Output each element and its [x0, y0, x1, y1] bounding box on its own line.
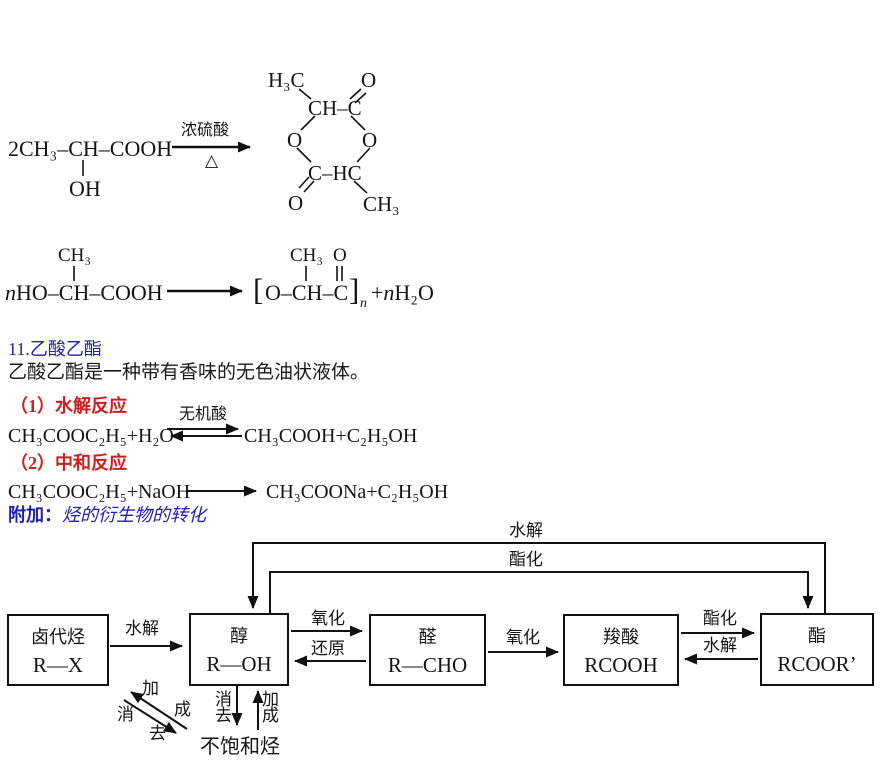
box-carboxylic-acid: 羧酸 RCOOH	[563, 614, 679, 686]
label-reduction: 还原	[311, 639, 345, 658]
label-diag-add-1: 加	[142, 679, 159, 698]
label-top-hydrolysis: 水解	[509, 521, 543, 540]
label-addition-vertical: 加成	[262, 690, 279, 725]
polymer-repeat-unit: O–CH–C	[265, 280, 349, 305]
lactide-condition-top: 浓硫酸	[181, 122, 230, 139]
box-haloalkane-name: 卤代烃	[31, 626, 85, 647]
extra-title: 烃的衍生物的转化	[62, 505, 206, 525]
box-aldehyde-name: 醛	[418, 626, 437, 647]
box-ester-name: 酯	[808, 626, 826, 646]
ring-ch-c-top: CH–C	[308, 96, 362, 120]
ring-carbonyl-o-bottom: O	[288, 191, 304, 215]
reaction2-title: （2）中和反应	[10, 453, 127, 473]
label-hydrolysis-1: 水解	[125, 619, 159, 638]
label-elimination-vertical: 消去	[215, 690, 232, 725]
polymer-methyl-left: CH₃	[58, 245, 92, 266]
ring-o-left: O	[287, 128, 303, 152]
label-diag-add-2: 成	[174, 700, 191, 719]
polymer-reactant-formula: HO–CH–COOH	[16, 280, 163, 305]
box-alcohol-name: 醇	[230, 626, 248, 646]
reaction1-left: CH₃COOC₂H₅+H₂O	[8, 425, 174, 447]
label-unsaturated-hydrocarbon: 不饱和烃	[200, 736, 280, 758]
label-oxidation-2: 氧化	[506, 628, 540, 647]
polymer-bonds	[73, 266, 343, 281]
box-aldehyde-formula: R—CHO	[387, 652, 468, 677]
section-description: 乙酸乙酯是一种带有香味的无色油状液体。	[8, 362, 370, 383]
equilibrium-arrows	[167, 423, 242, 442]
box-alcohol-formula: R—OH	[206, 652, 272, 676]
polymer-bracket-right: ]	[349, 272, 360, 307]
polymer-n-prefix: n	[5, 280, 16, 305]
polymer-reactant: nHO–CH–COOH	[5, 281, 163, 304]
diagram-arrows	[110, 542, 826, 734]
polymer-n-water: n	[383, 280, 395, 305]
polymer-byproduct: +nH₂O	[371, 281, 434, 304]
polymer-subscript-n: n	[360, 296, 367, 311]
label-hydrolysis-2: 水解	[703, 636, 737, 655]
box-aldehyde: 醛 R—CHO	[369, 614, 486, 686]
lactide-reactant: 2CH₃–CH–COOH	[8, 136, 173, 161]
polymer-carbonyl-o: O	[333, 245, 347, 266]
box-alcohol: 醇 R—OH	[189, 613, 289, 686]
label-top-esterification: 酯化	[509, 550, 543, 569]
ring-methyl-bottom: CH₃	[363, 192, 400, 216]
label-oxidation-1: 氧化	[311, 609, 345, 628]
ring-methyl-top: H₃C	[268, 68, 305, 92]
polymer-bracket-left: [	[253, 272, 264, 307]
label-diag-elim-2: 去	[149, 724, 166, 743]
polymer-methyl-right: CH₃	[290, 245, 324, 266]
label-diag-elim-1: 消	[117, 705, 134, 724]
label-esterification-1: 酯化	[703, 609, 737, 628]
box-haloalkane: 卤代烃 R—X	[7, 614, 109, 686]
reaction1-right: CH₃COOH+C₂H₅OH	[244, 425, 418, 447]
extra-heading: 附加：烃的衍生物的转化	[8, 506, 206, 526]
box-carboxylic-acid-formula: RCOOH	[584, 652, 658, 677]
reaction2-left: CH₃COOC₂H₅+NaOH	[8, 481, 191, 503]
box-ester: 酯 RCOOR’	[760, 613, 874, 686]
polymer-plus: +	[371, 280, 384, 305]
lactide-bonds	[82, 88, 371, 194]
section-heading: 11.乙酸乙酯	[8, 339, 102, 359]
box-carboxylic-acid-name: 羧酸	[603, 626, 639, 647]
extra-label: 附加：	[8, 505, 62, 525]
lactide-condition-heat: △	[205, 151, 219, 170]
box-haloalkane-formula: R—X	[32, 652, 84, 677]
ring-o-right: O	[362, 128, 378, 152]
ring-carbonyl-o-top: O	[361, 68, 377, 92]
reaction2-right: CH₃COONa+C₂H₅OH	[266, 481, 449, 503]
ring-c-hc-bottom: C–HC	[308, 161, 362, 185]
reaction1-condition: 无机酸	[179, 406, 228, 423]
reaction1-title: （1）水解反应	[10, 396, 127, 416]
lactide-hydroxyl: OH	[69, 176, 101, 201]
box-ester-formula: RCOOR’	[777, 652, 857, 676]
polymer-water: H₂O	[394, 280, 434, 305]
